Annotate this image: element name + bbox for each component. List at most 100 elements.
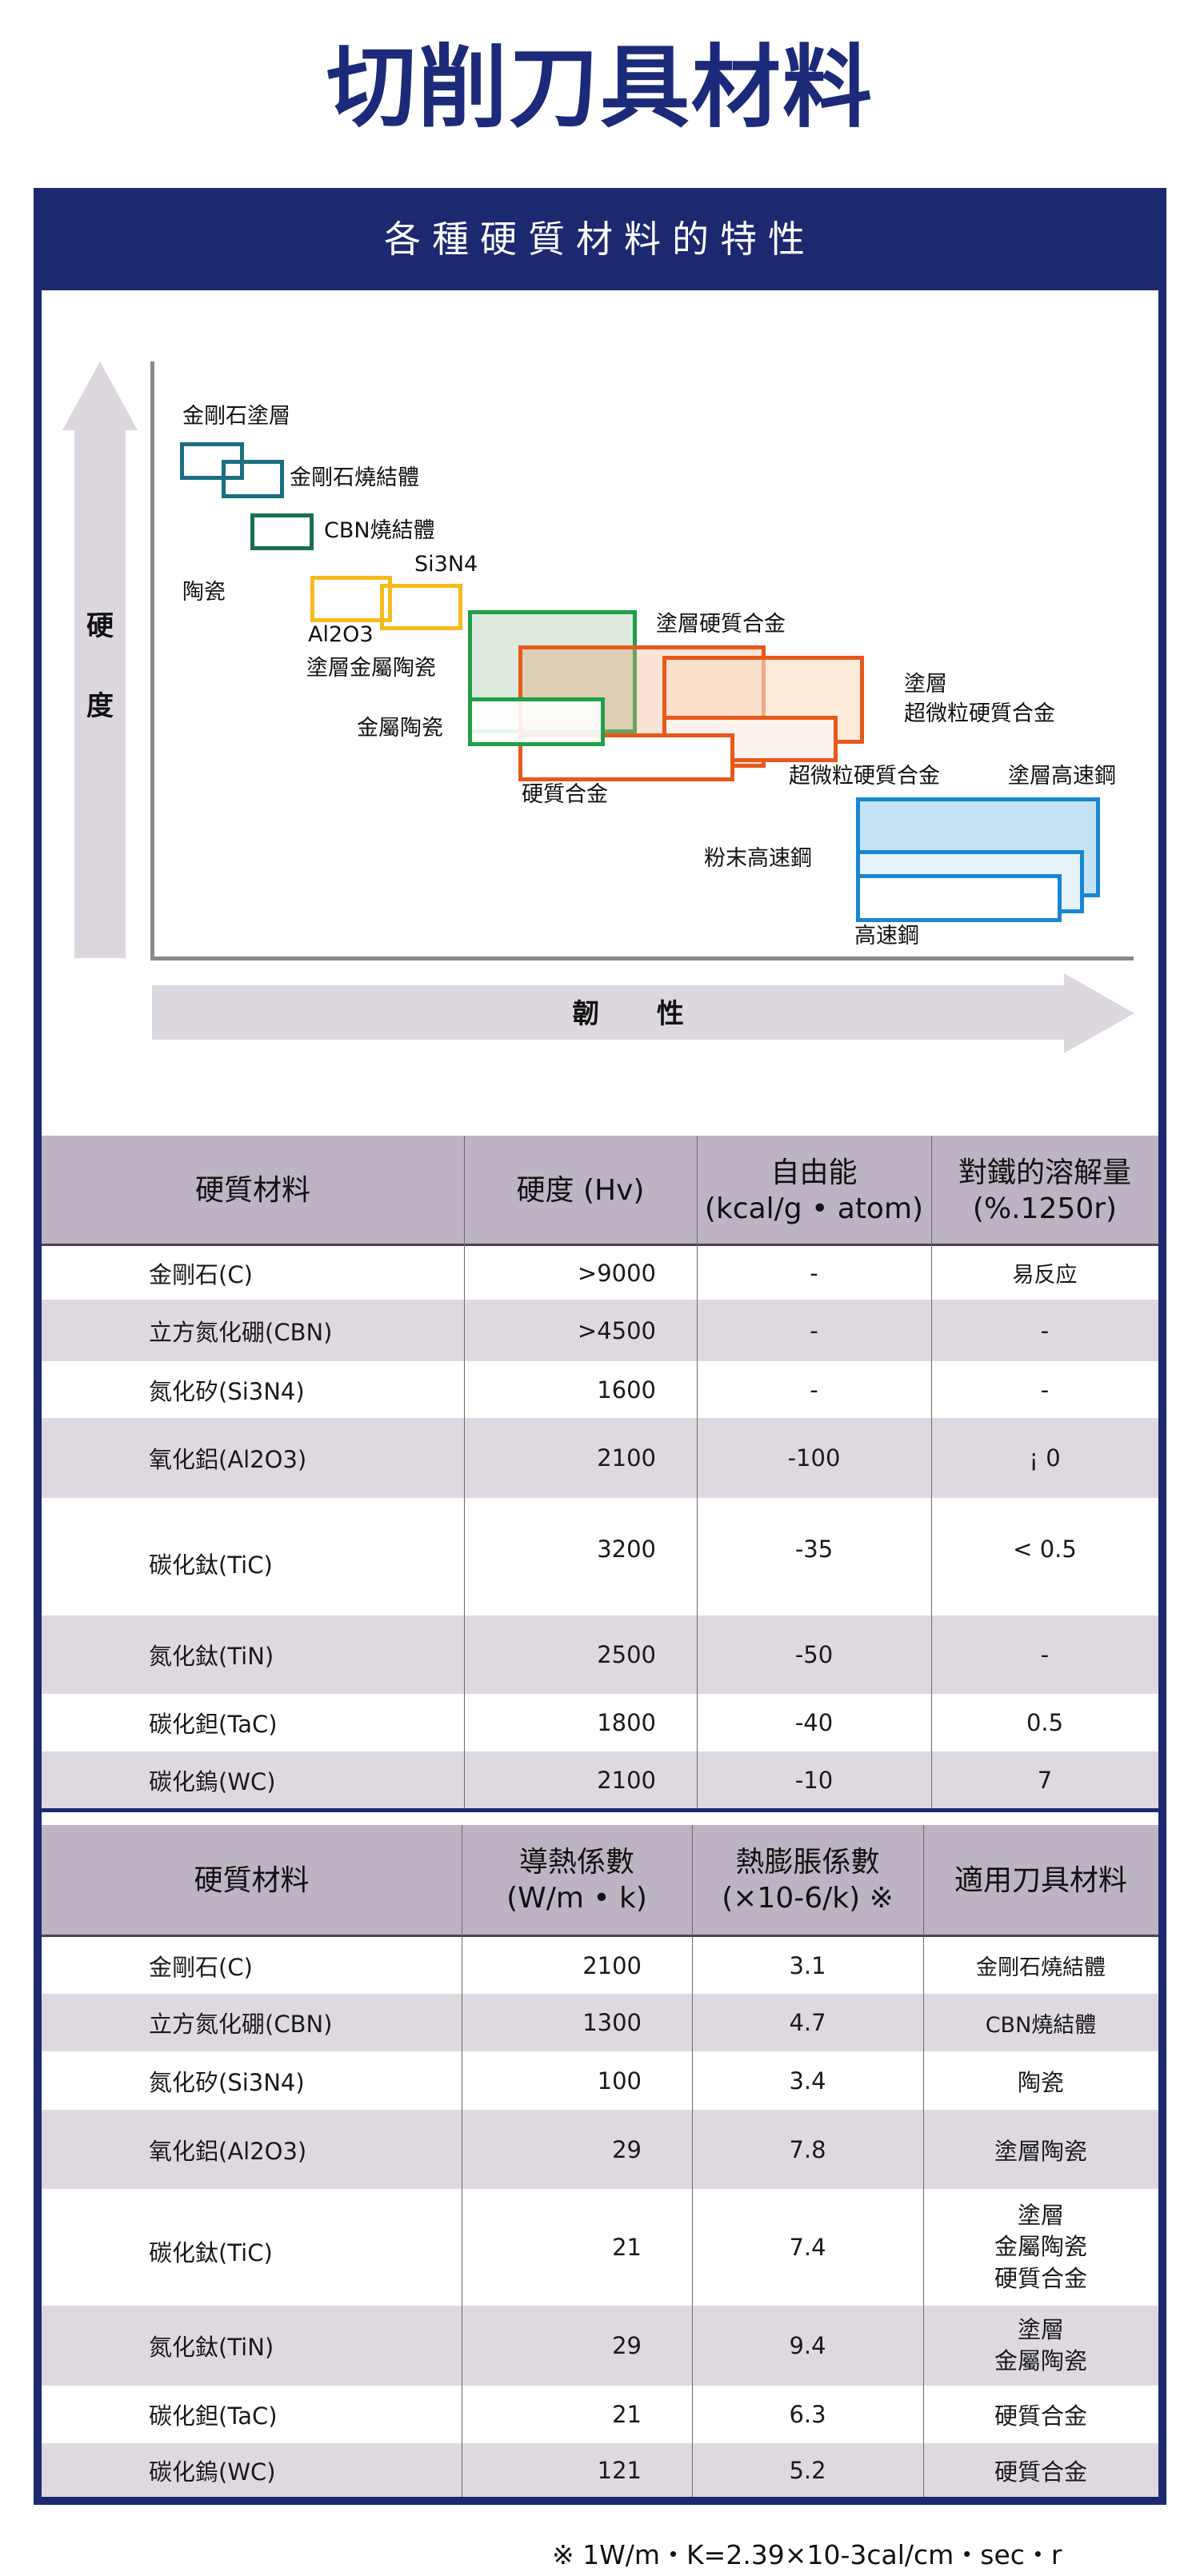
cell-expansion: 6.3 <box>789 2401 826 2428</box>
cell-solubility: 易反应 <box>1012 1263 1078 1288</box>
tables-divider <box>42 1808 1158 1812</box>
cell-material: 碳化鉭(TaC) <box>149 1711 278 1738</box>
cell-expansion: 3.1 <box>789 1951 826 1979</box>
table1-header-solubility: 對鐵的溶解量 (%.1250r) <box>958 1156 1131 1225</box>
cell-hardness: >4500 <box>577 1316 656 1344</box>
region-hss <box>856 874 1062 922</box>
table-row: 碳化鉭(TaC) 21 6.3 硬質合金 <box>42 2386 1158 2443</box>
cell-solubility: - <box>1040 1641 1050 1668</box>
table2-header-row: 硬質材料 導熱係數 (W/m • k) 熱膨脹係數 (×10-6/k) ※ 適用… <box>42 1825 1158 1935</box>
table-row: 氮化矽(Si3N4) 1600 - - <box>42 1361 1158 1418</box>
table1-col-divider <box>464 1136 465 1809</box>
label-cermet: 金屬陶瓷 <box>357 716 443 741</box>
cell-material: 氧化鋁(Al2O3) <box>149 1446 307 1473</box>
cell-expansion: 7.4 <box>789 2234 826 2261</box>
toughness-arrow-right-icon <box>1064 973 1134 1053</box>
table1-col-divider <box>931 1136 932 1809</box>
table-row: 立方氮化硼(CBN) 1300 4.7 CBN燒結體 <box>42 1994 1158 2051</box>
x-axis-line <box>150 957 1134 961</box>
label-ultrafine-carbide: 超微粒硬質合金 <box>789 764 940 789</box>
cell-solubility: < 0.5 <box>1013 1535 1077 1563</box>
cell-solubility: 7 <box>1037 1766 1053 1794</box>
x-axis-label: 韌 性 <box>572 998 708 1030</box>
table1-header-hardness: 硬度 (Hv) <box>516 1174 645 1207</box>
cell-material: 氮化鈦(TiN) <box>149 1643 274 1670</box>
cell-free-energy: -50 <box>794 1641 834 1668</box>
cell-tool-material: 塗層 金屬陶瓷 <box>994 2315 1087 2374</box>
table-row: 碳化鈦(TiC) 3200 -35 < 0.5 <box>42 1498 1158 1615</box>
cell-solubility: - <box>1040 1376 1050 1404</box>
table-row: 碳化鎢(WC) 121 5.2 硬質合金 <box>42 2443 1158 2497</box>
label-ceramics: 陶瓷 <box>182 580 226 605</box>
cell-expansion: 9.4 <box>789 2332 826 2359</box>
cell-hardness: >9000 <box>577 1259 656 1287</box>
y-axis-line <box>150 361 154 960</box>
cell-tool-material: 硬質合金 <box>994 2458 1087 2486</box>
table-row: 氧化鋁(Al2O3) 2100 -100 ¡ 0 <box>42 1418 1158 1498</box>
table2-header-conductivity: 導熱係數 (W/m • k) <box>506 1846 647 1915</box>
table2-header-tool-material: 適用刀具材料 <box>954 1863 1127 1897</box>
cell-material: 碳化鈦(TiC) <box>149 2239 273 2266</box>
cell-material: 氧化鋁(Al2O3) <box>149 2137 307 2165</box>
cell-tool-material: 硬質合金 <box>994 2402 1087 2430</box>
cell-free-energy: -35 <box>794 1535 834 1563</box>
label-coated-carbide: 塗層硬質合金 <box>656 612 786 637</box>
cell-free-energy: -40 <box>794 1709 834 1736</box>
table1-header-rule <box>42 1244 1158 1246</box>
cell-tool-material: CBN燒結體 <box>985 2012 1097 2038</box>
table1-col-divider <box>697 1136 698 1809</box>
cell-expansion: 3.4 <box>789 2067 826 2095</box>
label-coated-cermet: 塗層金屬陶瓷 <box>306 656 436 681</box>
cell-hardness: 1800 <box>597 1709 656 1736</box>
table2-header-material: 硬質材料 <box>194 1863 310 1897</box>
cell-hardness: 2500 <box>597 1641 656 1668</box>
cell-solubility: 0.5 <box>1026 1709 1064 1736</box>
region-cbn-sintered <box>250 513 314 550</box>
table-row: 金剛石(C) 2100 3.1 金剛石燒結體 <box>42 1937 1158 1994</box>
cell-material: 氮化鈦(TiN) <box>149 2334 274 2361</box>
cell-free-energy: - <box>810 1376 818 1404</box>
cell-expansion: 7.8 <box>789 2135 826 2163</box>
label-diamond-coating: 金剛石塗層 <box>182 404 290 429</box>
cell-conductivity: 100 <box>597 2067 642 2095</box>
cell-material: 氮化矽(Si3N4) <box>149 2068 305 2096</box>
hardness-arrow-up-icon <box>62 361 138 430</box>
cell-material: 碳化鎢(WC) <box>149 2458 276 2486</box>
region-cermet <box>468 697 605 746</box>
label-powder-hss: 粉末高速鋼 <box>704 846 812 871</box>
table2-col-divider <box>923 1825 924 2497</box>
cell-hardness: 1600 <box>597 1376 656 1404</box>
label-diamond-sintered: 金剛石燒結體 <box>290 465 419 490</box>
label-coated-ultrafine-line2: 超微粒硬質合金 <box>904 701 1055 726</box>
cell-tool-material: 塗層 金屬陶瓷 硬質合金 <box>994 2202 1087 2292</box>
table1-header-material: 硬質材料 <box>194 1174 310 1207</box>
table1-header-row: 硬質材料 硬度 (Hv) 自由能 (kcal/g • atom) 對鐵的溶解量 … <box>42 1136 1158 1245</box>
cell-free-energy: -10 <box>794 1766 834 1794</box>
y-axis-label-char: 度 <box>86 690 114 722</box>
table2-col-divider <box>692 1825 693 2497</box>
cell-tool-material: 塗層陶瓷 <box>994 2137 1087 2165</box>
cell-tool-material: 陶瓷 <box>1017 2068 1064 2096</box>
cell-material: 氮化矽(Si3N4) <box>149 1377 305 1405</box>
table2-header-expansion: 熱膨脹係數 (×10-6/k) ※ <box>722 1846 894 1915</box>
table-row: 碳化鉭(TaC) 1800 -40 0.5 <box>42 1694 1158 1751</box>
cell-conductivity: 1300 <box>582 2009 642 2036</box>
cell-conductivity: 21 <box>612 2234 642 2261</box>
label-si3n4: Si3N4 <box>414 552 478 577</box>
table-row: 金剛石(C) >9000 - 易反应 <box>42 1246 1158 1300</box>
cell-conductivity: 2100 <box>582 1951 642 1979</box>
cell-material: 立方氮化硼(CBN) <box>149 1318 333 1346</box>
cell-material: 碳化鎢(WC) <box>149 1767 276 1795</box>
label-coated-hss: 塗層高速鋼 <box>1008 764 1116 789</box>
region-al2o3 <box>310 576 392 622</box>
cell-solubility: ¡ 0 <box>1029 1444 1061 1472</box>
cell-conductivity: 121 <box>597 2456 642 2484</box>
cell-material: 立方氮化硼(CBN) <box>149 2011 333 2038</box>
hardness-arrow-shaft <box>74 429 126 958</box>
cell-conductivity: 29 <box>612 2332 642 2359</box>
table-row: 碳化鈦(TiC) 21 7.4 塗層 金屬陶瓷 硬質合金 <box>42 2189 1158 2306</box>
table-row: 氮化矽(Si3N4) 100 3.4 陶瓷 <box>42 2051 1158 2110</box>
cell-hardness: 2100 <box>597 1766 656 1794</box>
cell-material: 金剛石(C) <box>149 1260 253 1288</box>
section-header: 各種硬質材料的特性 <box>34 188 1166 290</box>
